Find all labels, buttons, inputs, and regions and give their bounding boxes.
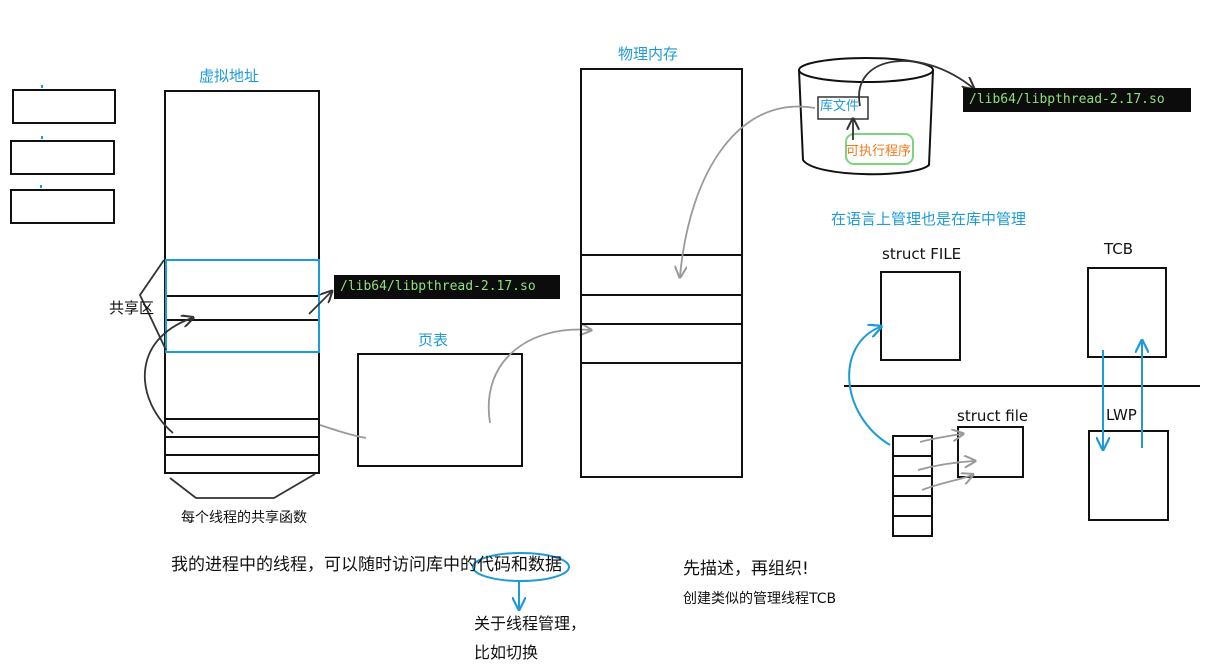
struct-file-label: struct file bbox=[957, 407, 1029, 425]
fd-to-file-arrow-3 bbox=[921, 475, 972, 491]
pcb-box-1 bbox=[12, 89, 116, 124]
struct-FILE-label: struct FILE bbox=[882, 245, 962, 263]
fd-to-file-arrow-1 bbox=[919, 434, 962, 443]
lib-path-terminal-top: /lib64/libpthread-2.17.so bbox=[963, 88, 1191, 112]
lib-file-label: 库文件 bbox=[820, 99, 860, 114]
fd-to-FILE-blue-arrow bbox=[848, 327, 891, 446]
shared-funcs-bracket bbox=[169, 473, 316, 499]
shared-funcs-label: 每个线程的共享函数 bbox=[181, 510, 307, 526]
pcb-boxes bbox=[10, 89, 116, 224]
about-threads-line1: 关于线程管理， bbox=[474, 614, 587, 633]
struct-file-box bbox=[957, 426, 1024, 478]
about-threads-line2: 比如切换 bbox=[474, 643, 539, 662]
thread-access-text: 我的进程中的线程，可以随时访问库中的代码和数据 bbox=[171, 555, 562, 575]
lib-file-box bbox=[817, 96, 869, 120]
thread-to-shared-arrow bbox=[144, 318, 192, 434]
shared-to-lib-arrow bbox=[308, 292, 331, 315]
physical-memory bbox=[580, 68, 743, 478]
language-mgmt-label: 在语言上管理也是在库中管理 bbox=[831, 210, 1027, 228]
pagetable-to-physmem-arrow bbox=[487, 330, 590, 424]
pcb-box-3 bbox=[10, 189, 115, 224]
shared-region-bracket bbox=[138, 259, 167, 351]
vaddr-to-pagetable-arrow bbox=[319, 424, 367, 439]
struct-FILE-box bbox=[880, 271, 961, 361]
disk-to-physmem-arrow bbox=[680, 105, 816, 276]
lwp-label: LWP bbox=[1106, 406, 1137, 424]
fd-array bbox=[892, 435, 933, 537]
lib-path-terminal-mid: /lib64/libpthread-2.17.so bbox=[334, 275, 560, 299]
describe-organize-text: 先描述，再组织! bbox=[683, 559, 809, 579]
physical-memory-label: 物理内存 bbox=[618, 45, 679, 63]
page-table-box bbox=[357, 353, 523, 467]
virtual-address-space bbox=[164, 90, 320, 474]
shared-region-label: 共享区 bbox=[109, 299, 155, 317]
virtual-address-label: 虚拟地址 bbox=[199, 67, 260, 85]
page-table-label: 页表 bbox=[418, 331, 449, 349]
executable-box bbox=[845, 133, 914, 165]
lib-to-path-arrow bbox=[858, 60, 973, 107]
lwp-box bbox=[1088, 430, 1169, 521]
executable-label: 可执行程序 bbox=[846, 144, 912, 159]
shared-region-highlight bbox=[165, 259, 320, 353]
tcb-box bbox=[1087, 267, 1167, 358]
code-highlight-ellipse bbox=[472, 552, 570, 582]
tcb-label: TCB bbox=[1104, 240, 1134, 258]
create-tcb-text: 创建类似的管理线程TCB bbox=[683, 591, 837, 607]
pcb-box-2 bbox=[10, 140, 115, 175]
fd-to-file-arrow-2 bbox=[917, 461, 974, 471]
disk-cylinder bbox=[798, 57, 934, 176]
